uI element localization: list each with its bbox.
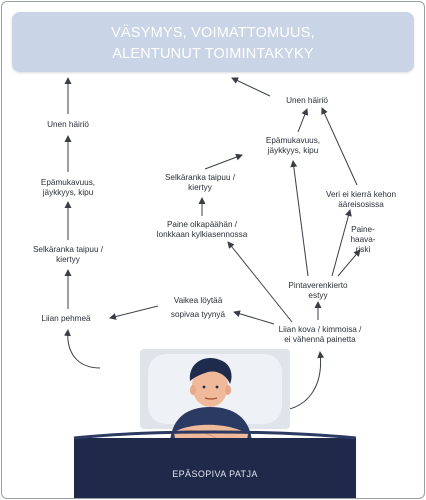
- person-head: [189, 358, 232, 407]
- pressure-ulcer-label: Paine-haava-riski: [350, 225, 376, 254]
- mattress: [74, 438, 356, 498]
- title-line-2: ALENTUNUT TOIMINTAKYKY: [112, 46, 314, 62]
- arrow-circulation-to-ulcer: [337, 249, 361, 277]
- too-hard-label: Liian kova / kimmoisa /ei vähennä painet…: [278, 325, 362, 344]
- arrow-circulation-to-discomfort: [290, 160, 309, 277]
- left-spine-label: Selkäranka taipuu /kiertyy: [32, 245, 104, 264]
- arrow-hard-to-pressure: [227, 241, 293, 323]
- arrow-circulation-to-blood-flow: [331, 209, 352, 277]
- arrow-right-sleep-to-title: [231, 77, 271, 97]
- shoulder-pressure-label: Paine olkapäähän /lonkkaan kylkiasennoss…: [156, 220, 248, 239]
- left-discomfort-label: Epämukavuus,jäykkyys, kipu: [40, 178, 96, 197]
- middle-spine-label: Selkäranka taipuu /kiertyy: [164, 173, 236, 192]
- arrow-blood-flow-to-sleep: [321, 107, 358, 186]
- arrow-right-discomfort-to-sleep: [297, 108, 309, 133]
- right-discomfort-label: Epämukavuus,jäykkyys, kipu: [265, 136, 321, 155]
- right-sleep-label: Unen häiriö: [286, 96, 328, 105]
- arrow-spine-to-right-discomfort: [204, 153, 243, 170]
- title-banner: VÄSYMYS, VOIMATTOMUUS, ALENTUNUT TOIMINT…: [12, 12, 414, 72]
- arrow-mattress-to-soft: [63, 329, 101, 369]
- arrow-pillow-to-soft: [109, 305, 159, 320]
- too-soft-label: Liian pehmeä: [41, 314, 91, 323]
- mattress-label: EPÄSOPIVA PATJA: [172, 469, 258, 479]
- left-sleep-label: Unen häiriö: [47, 120, 89, 129]
- arrow-hard-to-pillow: [233, 310, 275, 325]
- title-line-1: VÄSYMYS, VOIMATTOMUUS,: [111, 25, 315, 41]
- bed-illustration: [73, 349, 357, 498]
